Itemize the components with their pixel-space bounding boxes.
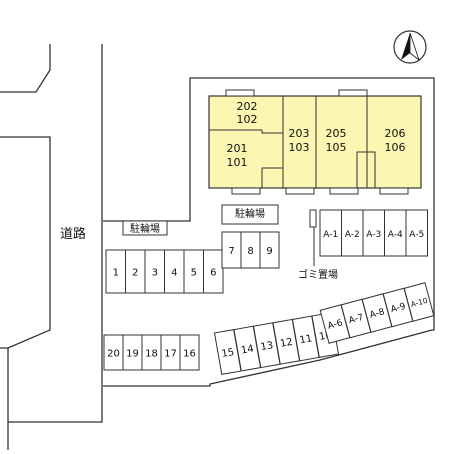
parking-space-A-5 <box>405 209 428 257</box>
lot-boundary <box>103 77 435 387</box>
parking-space-label-A-3: A-3 <box>366 230 381 240</box>
unit-lower-103: 103 <box>289 141 310 154</box>
parking-space-label-14: 14 <box>240 344 254 357</box>
entry-box-right <box>356 151 376 189</box>
parking-space-label-2: 2 <box>132 268 138 279</box>
unit-upper-206: 206 <box>385 127 406 140</box>
unit-upper-202: 202 <box>237 100 258 113</box>
road-edge-upper <box>0 44 51 93</box>
parking-space-label-A-8: A-8 <box>369 307 386 321</box>
balcony-6 <box>379 187 409 195</box>
parking-space-label-A-2: A-2 <box>345 230 360 240</box>
parking-space-label-8: 8 <box>247 246 253 257</box>
balcony-2 <box>338 89 368 97</box>
unit-upper-205: 205 <box>326 127 347 140</box>
balcony-1 <box>225 89 255 97</box>
parking-space-label-18: 18 <box>145 349 158 360</box>
parking-space-label-9: 9 <box>266 246 272 257</box>
parking-space-label-A-10: A-10 <box>410 296 429 309</box>
parking-space-A-10: A-10 <box>403 282 435 322</box>
parking-row-1-6: 1 2 3 4 5 6 <box>105 249 224 294</box>
parking-space-label-A-6: A-6 <box>327 318 344 332</box>
bike-parking-left <box>122 220 168 236</box>
parking-space-14: 14 <box>233 325 262 372</box>
unit-lower-105: 105 <box>326 141 347 154</box>
parking-space-A-8: A-8 <box>361 293 393 333</box>
bike-parking-upper <box>221 204 279 225</box>
parking-space-label-A-1: A-1 <box>323 230 338 240</box>
unit-lower-106: 106 <box>385 141 406 154</box>
parking-space-label-4: 4 <box>171 268 177 279</box>
parking-space-label-A-5: A-5 <box>409 230 424 240</box>
parking-space-A-6: A-6 <box>319 304 351 344</box>
parking-space-6 <box>203 249 224 294</box>
parking-space-16 <box>179 334 200 371</box>
parking-space-9 <box>259 231 280 269</box>
parking-row-7-9: 7 8 9 <box>221 231 280 269</box>
parking-space-label-17: 17 <box>164 349 177 360</box>
parking-row-a1-a5: A-1 A-2 A-3 A-4 A-5 <box>319 209 428 257</box>
apartment-building <box>208 95 422 189</box>
parking-space-12: 12 <box>272 318 301 365</box>
building: 202 102 201 101 203 103 205 105 206 106 <box>208 89 422 195</box>
parking-space-label-20: 20 <box>107 349 120 360</box>
parking-space-label-16: 16 <box>183 349 196 360</box>
parking-row-20-16: 20 19 18 17 16 <box>103 334 200 371</box>
balcony-3 <box>231 187 261 195</box>
garbage-label: ゴミ置場 <box>298 268 338 281</box>
stair-notch <box>261 130 283 134</box>
entry-box-left <box>261 167 284 189</box>
parking-space-label-11: 11 <box>299 333 313 346</box>
parking-space-label-3: 3 <box>152 268 158 279</box>
balcony-5 <box>329 187 359 195</box>
bike-parking-upper-label: 駐輪場 <box>235 207 265 220</box>
unit-lower-102: 102 <box>237 113 258 126</box>
garbage-bin <box>309 209 317 228</box>
parking-space-label-A-4: A-4 <box>388 230 403 240</box>
parking-space-A-7: A-7 <box>340 298 372 339</box>
parking-space-label-13: 13 <box>260 340 274 353</box>
road-edge-right <box>8 44 103 423</box>
parking-space-label-15: 15 <box>221 347 235 360</box>
parking-space-box-A-10 <box>403 282 435 322</box>
parking-space-label-A-9: A-9 <box>390 302 407 316</box>
parking-space-label-7: 7 <box>228 246 234 257</box>
parking-space-label-A-7: A-7 <box>348 313 365 327</box>
unit-upper-203: 203 <box>289 127 310 140</box>
parking-space-13: 13 <box>252 322 281 369</box>
road <box>0 44 103 450</box>
parking-space-11: 11 <box>291 315 320 362</box>
parking-space-label-6: 6 <box>210 268 216 279</box>
road-edge-mid <box>0 136 51 349</box>
parking-space-label-1: 1 <box>113 268 119 279</box>
unit-upper-201: 201 <box>227 142 248 155</box>
balcony-4 <box>285 187 315 195</box>
road-label: 道路 <box>60 226 86 242</box>
parking-space-label-12: 12 <box>279 337 293 350</box>
bike-parking-left-label: 駐輪場 <box>130 222 160 235</box>
parking-space-label-19: 19 <box>126 349 139 360</box>
parking-space-15: 15 <box>213 329 242 375</box>
north-arrow-icon <box>393 30 427 64</box>
unit-lower-101: 101 <box>227 156 248 169</box>
parking-space-label-5: 5 <box>191 268 197 279</box>
